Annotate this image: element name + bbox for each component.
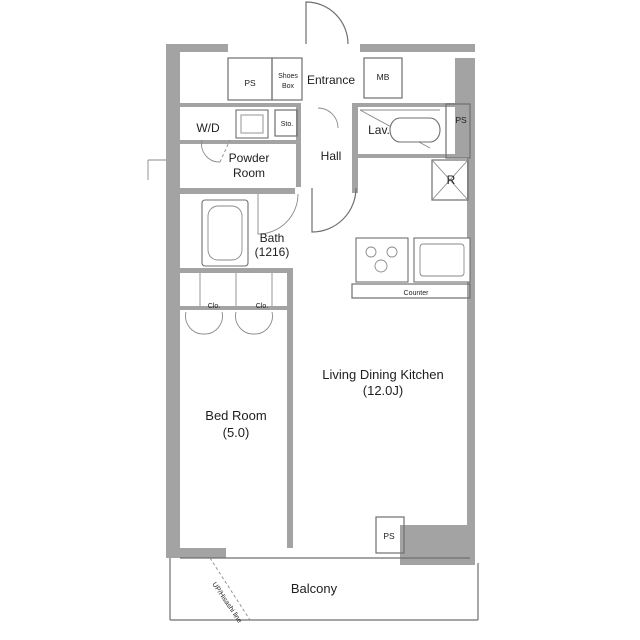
bedroom-size-label: (5.0) [223, 425, 250, 440]
doors [147, 1, 440, 335]
ldk-size-label: (12.0J) [363, 383, 403, 398]
kitchen-sink-icon [413, 237, 471, 283]
sto-label: Sto. [281, 121, 294, 128]
hisashi-line-label: UP/Hisashi line [210, 581, 242, 624]
powder-room-label-line1: Powder [229, 151, 270, 165]
washer-icon [235, 109, 269, 139]
closet-left-label: Clo. [208, 303, 221, 310]
stove-icon [355, 237, 409, 283]
shoes-box-label-line2: Box [282, 83, 295, 90]
counter-label: Counter [404, 290, 430, 297]
ps-right-label: PS [455, 115, 467, 125]
balcony-label: Balcony [291, 581, 338, 596]
bath-size-label: (1216) [255, 245, 290, 259]
ps-top-label: PS [244, 78, 256, 88]
powder-room-label-line2: Room [233, 166, 265, 180]
sink-icon [389, 117, 441, 143]
shoes-box-label-line1: Shoes [278, 73, 298, 80]
room-outlines [169, 57, 479, 621]
mb-label: MB [377, 72, 390, 82]
entrance-label: Entrance [307, 73, 355, 87]
lav-label: Lav. [368, 123, 390, 137]
closet-right-label: Clo. [256, 303, 269, 310]
ps-bottom-label: PS [383, 531, 395, 541]
bath-label: Bath [260, 231, 285, 245]
wd-label: W/D [196, 121, 220, 135]
fixtures [199, 109, 471, 306]
refuse-label: R [447, 173, 456, 187]
ldk-label: Living Dining Kitchen [322, 367, 443, 382]
bedroom-label: Bed Room [205, 408, 266, 423]
bathtub-icon [201, 199, 249, 267]
hall-label: Hall [321, 149, 342, 163]
